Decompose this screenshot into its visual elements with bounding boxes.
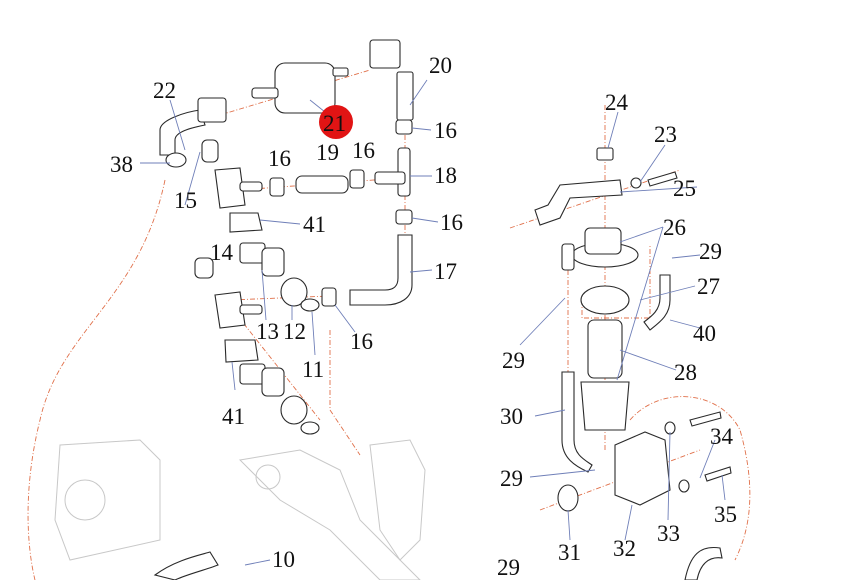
callout-29-c[interactable]: 29 [500, 466, 523, 491]
callout-10[interactable]: 10 [272, 547, 295, 572]
right-assembly-parts [534, 147, 732, 580]
callout-21[interactable]: 21 [323, 111, 346, 136]
callout-31[interactable]: 31 [558, 540, 581, 565]
callout-40[interactable]: 40 [693, 321, 716, 346]
callout-38[interactable]: 38 [110, 152, 133, 177]
background-engine-parts [54, 439, 426, 580]
callout-12[interactable]: 12 [283, 319, 306, 344]
callout-labels: 22 38 21 20 16 19 16 16 18 15 41 16 14 1… [110, 53, 737, 580]
highlight-marker-21[interactable] [319, 105, 353, 139]
callout-16-d[interactable]: 16 [440, 210, 463, 235]
callout-17[interactable]: 17 [434, 259, 457, 284]
callout-28[interactable]: 28 [674, 360, 697, 385]
callout-11[interactable]: 11 [302, 357, 324, 382]
callout-29-d[interactable]: 29 [497, 555, 520, 580]
callout-25[interactable]: 25 [673, 176, 696, 201]
leader-lines [140, 79, 726, 566]
callout-22[interactable]: 22 [153, 78, 176, 103]
callout-16-a[interactable]: 16 [434, 118, 457, 143]
callout-14[interactable]: 14 [210, 240, 234, 265]
callout-41-b[interactable]: 41 [222, 404, 245, 429]
callout-32[interactable]: 32 [613, 536, 636, 561]
callout-18[interactable]: 18 [434, 163, 457, 188]
callout-20[interactable]: 20 [429, 53, 452, 78]
left-assembly-parts [153, 39, 414, 580]
callout-23[interactable]: 23 [654, 122, 677, 147]
callout-26[interactable]: 26 [663, 215, 686, 240]
callout-16-b[interactable]: 16 [268, 146, 291, 171]
callout-33[interactable]: 33 [657, 521, 680, 546]
callout-41-a[interactable]: 41 [303, 212, 326, 237]
callout-34[interactable]: 34 [710, 424, 734, 449]
callout-16-c[interactable]: 16 [352, 138, 375, 163]
callout-19[interactable]: 19 [316, 140, 339, 165]
callout-27[interactable]: 27 [697, 274, 720, 299]
callout-30[interactable]: 30 [500, 404, 523, 429]
callout-15[interactable]: 15 [174, 188, 197, 213]
callout-13[interactable]: 13 [256, 319, 279, 344]
callout-29-b[interactable]: 29 [502, 348, 525, 373]
callout-24[interactable]: 24 [605, 90, 629, 115]
callout-35[interactable]: 35 [714, 502, 737, 527]
callout-16-e[interactable]: 16 [350, 329, 373, 354]
callout-29-a[interactable]: 29 [699, 239, 722, 264]
